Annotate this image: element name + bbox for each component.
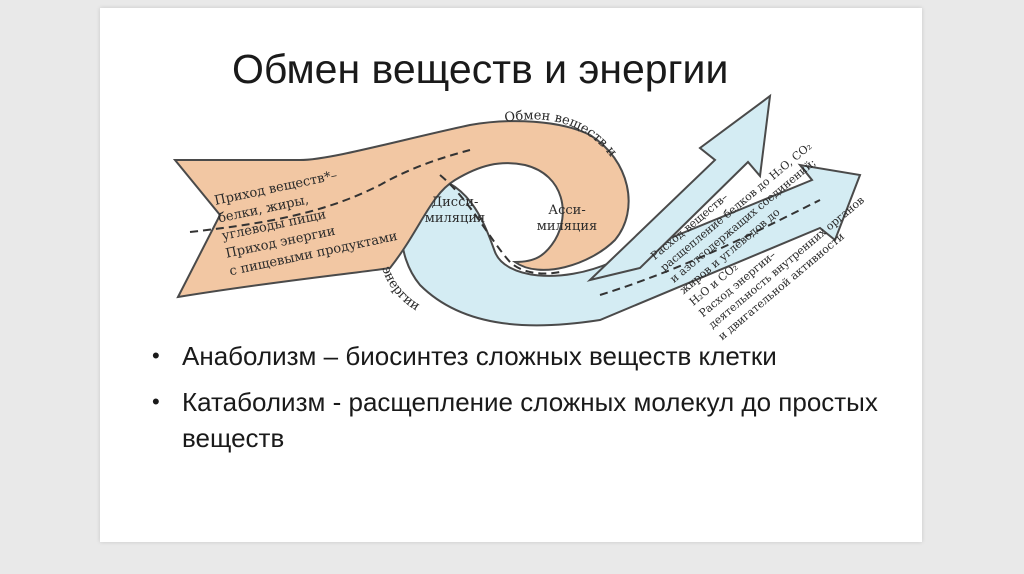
- divider-dashes-center: [439, 174, 561, 275]
- bullet-text: Анаболизм – биосинтез сложных веществ кл…: [182, 341, 777, 371]
- dissimilation-line: миляция: [425, 211, 485, 226]
- assimilation-line: Асси-: [548, 203, 585, 218]
- divider-dashes-blue: [599, 199, 821, 296]
- bullet-dot-icon: •: [152, 389, 160, 414]
- bullet-anabolism: • Анаболизм – биосинтез сложных веществ …: [150, 338, 890, 374]
- bullet-dot-icon: •: [152, 343, 160, 368]
- bullet-text: Катаболизм - расщепление сложных молекул…: [182, 387, 878, 453]
- anabolism-band: [172, 120, 630, 299]
- dissimilation-label: Дисси-миляция: [425, 195, 485, 226]
- bullet-catabolism: • Катаболизм - расщепление сложных молек…: [150, 384, 890, 456]
- page-title: Обмен веществ и энергии: [232, 46, 729, 92]
- assimilation-line: миляция: [537, 219, 597, 234]
- bullet-list: • Анаболизм – биосинтез сложных веществ …: [150, 338, 890, 466]
- catabolism-band: [400, 163, 862, 327]
- assimilation-label: Асси-миляция: [537, 203, 597, 234]
- dissimilation-line: Дисси-: [432, 195, 479, 210]
- energy-out-arrow: [586, 93, 772, 282]
